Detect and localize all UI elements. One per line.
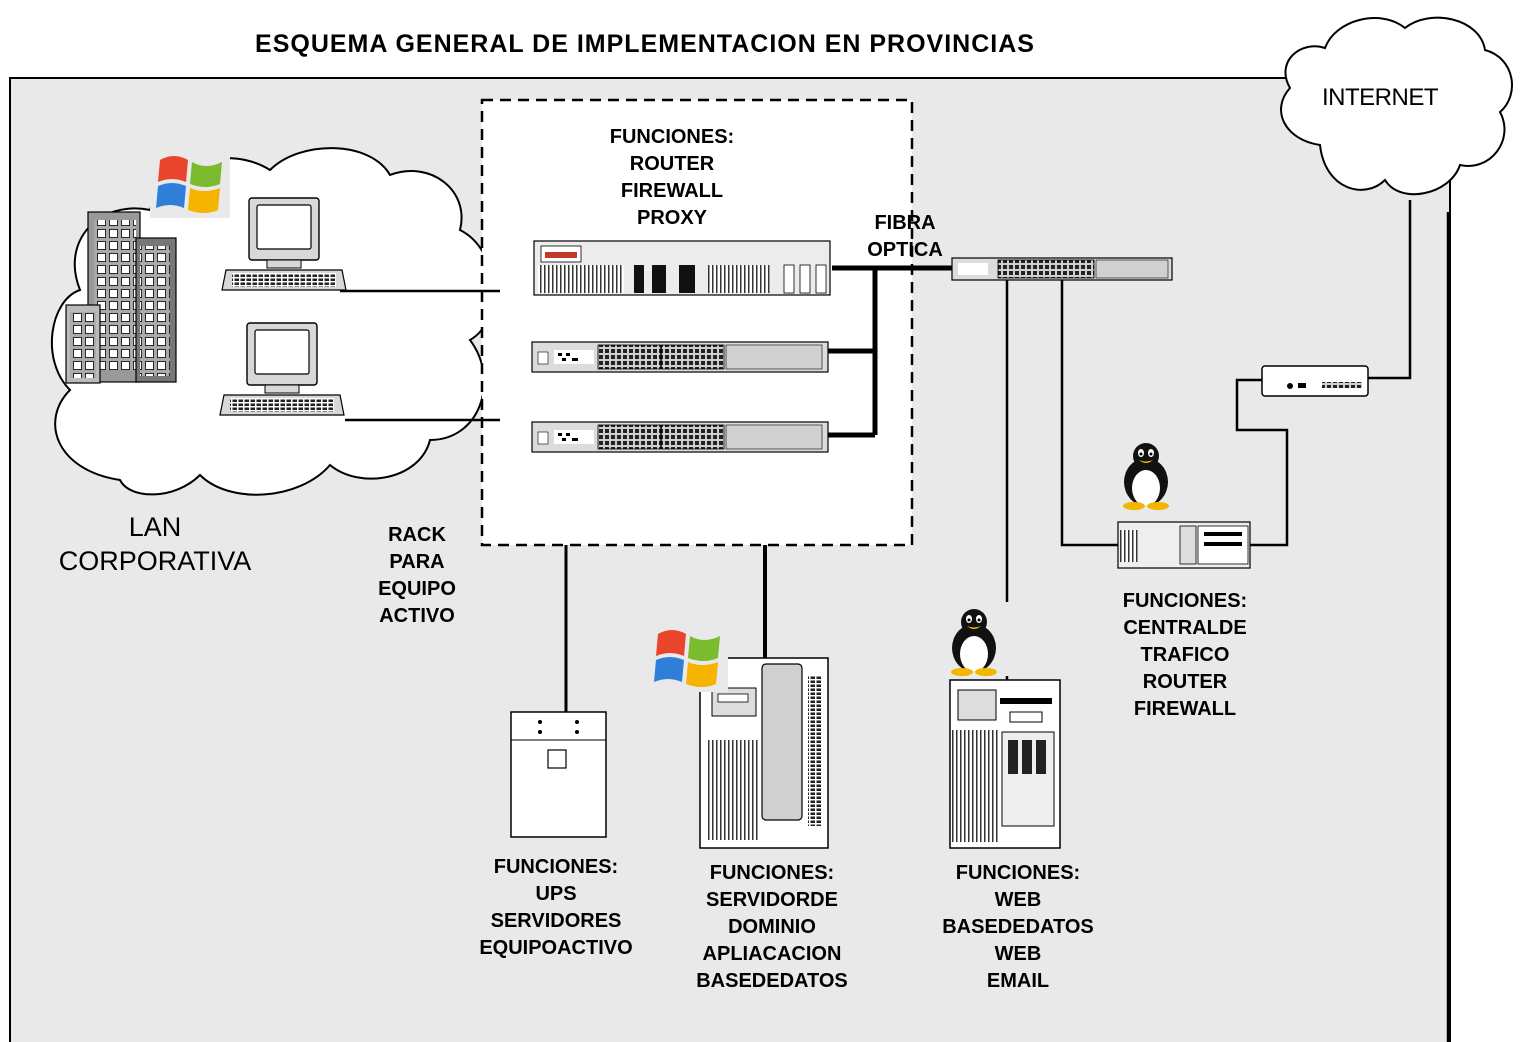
internet-label: INTERNET <box>1322 84 1439 111</box>
server-tower-icon <box>699 657 829 849</box>
switch-icon <box>951 257 1173 281</box>
rack-box <box>480 98 914 547</box>
modem-icon <box>1261 365 1369 397</box>
switch-icon <box>531 341 829 373</box>
lan-cloud-icon <box>50 147 495 496</box>
linux-tux-icon <box>938 602 1010 676</box>
windows-logo-icon <box>150 146 230 218</box>
router-icon <box>533 240 831 296</box>
rack-label: RACK PARA EQUIPO ACTIVO <box>378 524 456 627</box>
server-tower-icon <box>949 679 1061 849</box>
page-title: ESQUEMA GENERAL DE IMPLEMENTACION EN PRO… <box>255 30 1035 58</box>
internet-cloud-icon <box>1280 16 1513 196</box>
linux-tux-icon <box>1110 436 1182 510</box>
rack-functions-label: FUNCIONES: ROUTER FIREWALL PROXY <box>609 126 735 229</box>
lan-label: LAN CORPORATIVA <box>58 512 252 576</box>
domain-server-functions-label: FUNCIONES: SERVIDORDE DOMINIO APLIACACIO… <box>696 862 848 992</box>
fibra-label: FIBRA OPTICA <box>867 212 943 261</box>
windows-logo-icon <box>648 620 728 692</box>
ups-functions-label: FUNCIONES: UPS SERVIDORES EQUIPOACTIVO <box>479 856 633 959</box>
ups-icon <box>510 711 607 838</box>
server-tower-icon <box>1117 521 1251 569</box>
traffic-server-functions-label: FUNCIONES: CENTRALDE TRAFICO ROUTER FIRE… <box>1122 590 1248 720</box>
building-icon <box>65 211 177 384</box>
web-server-functions-label: FUNCIONES: WEB BASEDEDATOS WEB EMAIL <box>942 862 1094 992</box>
fiber-link <box>828 265 955 438</box>
switch-icon <box>531 421 829 453</box>
